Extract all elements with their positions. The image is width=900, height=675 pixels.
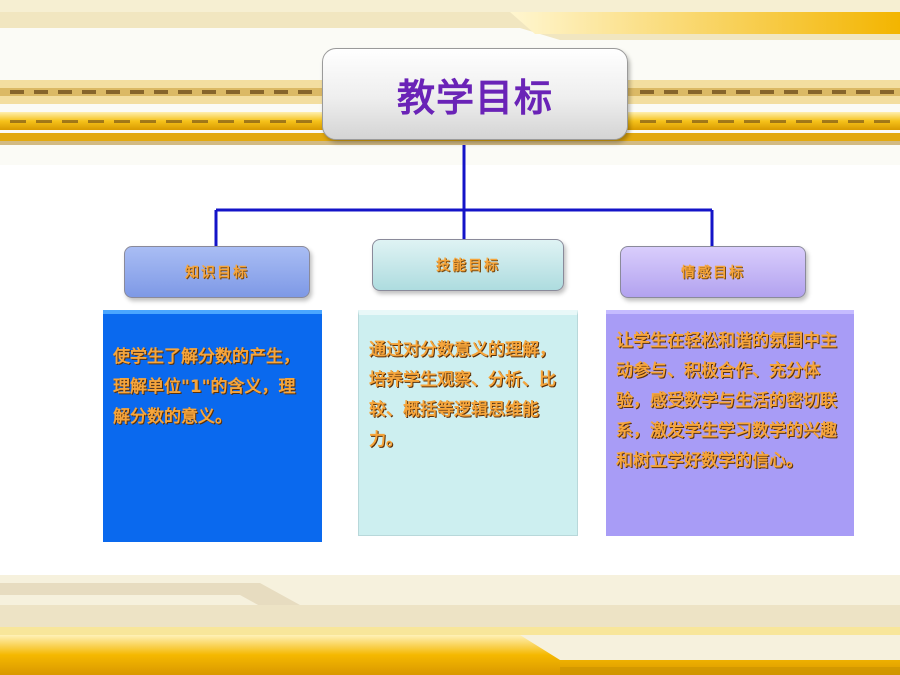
category-label: 知识目标	[185, 265, 249, 281]
category-emotion-goal: 情感目标	[620, 246, 806, 298]
content-text: 让学生在轻松和谐的氛围中主动参与、积极合作、充分体验，感受数学与生活的密切联系，…	[616, 331, 837, 471]
category-label: 情感目标	[681, 265, 745, 281]
content-text: 通过对分数意义的理解，培养学生观察、分析、比较、概括等逻辑思维能力。	[369, 340, 556, 450]
category-skill-goal: 技能目标	[372, 239, 564, 291]
hierarchy-connector-lines	[214, 145, 714, 246]
content-text: 使学生了解分数的产生，理解单位"1"的含义，理解分数的意义。	[113, 347, 300, 427]
page-title: 教学目标	[396, 75, 553, 120]
content-emotion-goal: 让学生在轻松和谐的氛围中主动参与、积极合作、充分体验，感受数学与生活的密切联系，…	[606, 310, 854, 536]
category-knowledge-goal: 知识目标	[124, 246, 310, 298]
content-knowledge-goal: 使学生了解分数的产生，理解单位"1"的含义，理解分数的意义。	[103, 310, 322, 542]
title-box: 教学目标	[322, 48, 628, 140]
content-skill-goal: 通过对分数意义的理解，培养学生观察、分析、比较、概括等逻辑思维能力。	[358, 310, 578, 536]
category-label: 技能目标	[436, 258, 500, 274]
bottom-decorative-band	[0, 575, 900, 675]
